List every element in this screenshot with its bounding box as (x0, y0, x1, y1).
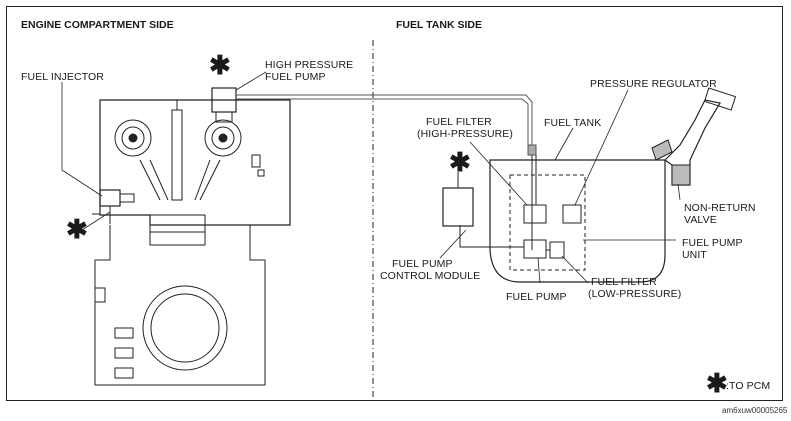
fuel-injector-label: FUEL INJECTOR (21, 71, 104, 83)
leader-lines (61, 71, 681, 284)
fuel-filter-low-pressure-label: FUEL FILTER (591, 276, 657, 288)
diagram-frame (6, 6, 783, 401)
fuel-tank-section-title: FUEL TANK SIDE (396, 19, 482, 31)
high-pressure-fuel-pump-label: HIGH PRESSURE (265, 59, 354, 71)
to-pcm-marker-icon: ✱ (66, 214, 88, 244)
reference-code: am6xuw00005265 (722, 406, 788, 415)
pressure-regulator-label: PRESSURE REGULATOR (590, 78, 717, 90)
fuel-pump-control-module-label-line2: CONTROL MODULE (380, 270, 481, 282)
fuel-pump-control-module-shape (442, 172, 474, 227)
fuel-filter-low-pressure-label-line2: (LOW-PRESSURE) (588, 288, 682, 300)
fuel-rail-and-injector (92, 189, 135, 224)
to-pcm-marker-icon: ✱ (449, 147, 471, 177)
fuel-tank-label: FUEL TANK (544, 117, 602, 129)
legend-to-pcm-label: :TO PCM (726, 380, 771, 392)
fuel-pump-label: FUEL PUMP (506, 291, 567, 303)
legend-asterisk-icon: ✱ (706, 368, 728, 398)
fuel-tank-shape (459, 155, 666, 283)
fuel-pump-unit-label-line2: UNIT (682, 249, 707, 261)
to-pcm-marker-icon: ✱ (209, 50, 231, 80)
non-return-valve-label: NON-RETURN (684, 202, 756, 214)
filler-neck-and-valve (651, 87, 737, 186)
fuel-filter-high-pressure-label: FUEL FILTER (426, 116, 492, 128)
high-pressure-fuel-pump-shape (211, 87, 237, 123)
fuel-pump-unit-label: FUEL PUMP (682, 237, 743, 249)
engine-block (94, 99, 291, 386)
non-return-valve-label-line2: VALVE (684, 214, 717, 226)
high-pressure-fuel-pump-label-line2: FUEL PUMP (265, 71, 326, 83)
fuel-pump-control-module-label: FUEL PUMP (392, 258, 453, 270)
engine-section-title: ENGINE COMPARTMENT SIDE (21, 19, 174, 31)
fuel-filter-high-pressure-label-line2: (HIGH-PRESSURE) (417, 128, 514, 140)
